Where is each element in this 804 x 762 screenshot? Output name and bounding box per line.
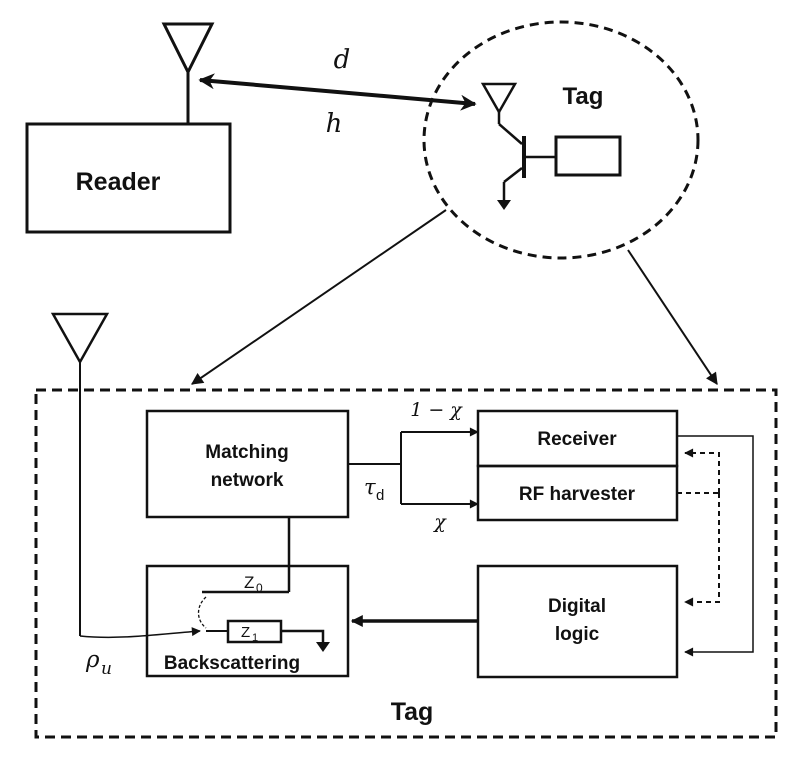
rf-harvester-label: RF harvester (519, 484, 636, 505)
zoom-arrow-right (627, 249, 718, 385)
backscattering-box (145, 564, 350, 678)
z1-subscript: 1 (252, 632, 258, 644)
tag-block-label: Tag (391, 698, 434, 726)
transistor-icon (497, 123, 556, 210)
z1-ground-line (281, 629, 325, 642)
antenna-to-backscatter-line (79, 627, 201, 639)
matching-network-label-line1: Matching (205, 442, 288, 463)
tag-bubble-label: Tag (563, 83, 604, 110)
split-upper-label: 1 − χ (410, 399, 463, 421)
zoom-arrow-left (191, 209, 447, 385)
digital-logic-label-line2: logic (555, 624, 600, 645)
receiver-logic-loop-top (677, 435, 754, 657)
digital-logic-box (476, 564, 679, 679)
reader-antenna-icon (161, 22, 215, 124)
tag-block-border (34, 388, 778, 739)
delay-symbol: τ (364, 475, 376, 499)
digital-logic-label-line1: Digital (548, 596, 606, 617)
ground-arrow-icon (316, 642, 330, 652)
tag-bubble (422, 20, 700, 260)
delay-subscript: d (376, 487, 384, 504)
tag-chip-box (554, 135, 622, 177)
z0-label: Z (244, 573, 254, 592)
receiver-label: Receiver (537, 429, 617, 450)
harvester-to-logic-dashed (684, 493, 720, 607)
reader-tag-link-arrow (198, 73, 477, 111)
distance-label: d (334, 45, 351, 75)
reflection-symbol: ρ (85, 647, 100, 673)
z1-label: Z (241, 624, 250, 641)
reader-box (25, 122, 232, 234)
reflection-subscript: u (101, 659, 112, 679)
reader-label: Reader (76, 168, 161, 196)
switch-icon (197, 596, 207, 629)
backscattering-label: Backscattering (164, 653, 300, 674)
channel-label: h (326, 109, 343, 139)
matching-network-box (145, 409, 350, 519)
matching-network-label-line2: network (211, 470, 284, 491)
split-lower-label: χ (432, 511, 447, 533)
tag-block-antenna-icon (50, 312, 110, 636)
z0-subscript: 0 (256, 581, 263, 595)
tag-antenna-icon (480, 82, 518, 124)
harvester-to-receiver-dashed (684, 448, 720, 493)
